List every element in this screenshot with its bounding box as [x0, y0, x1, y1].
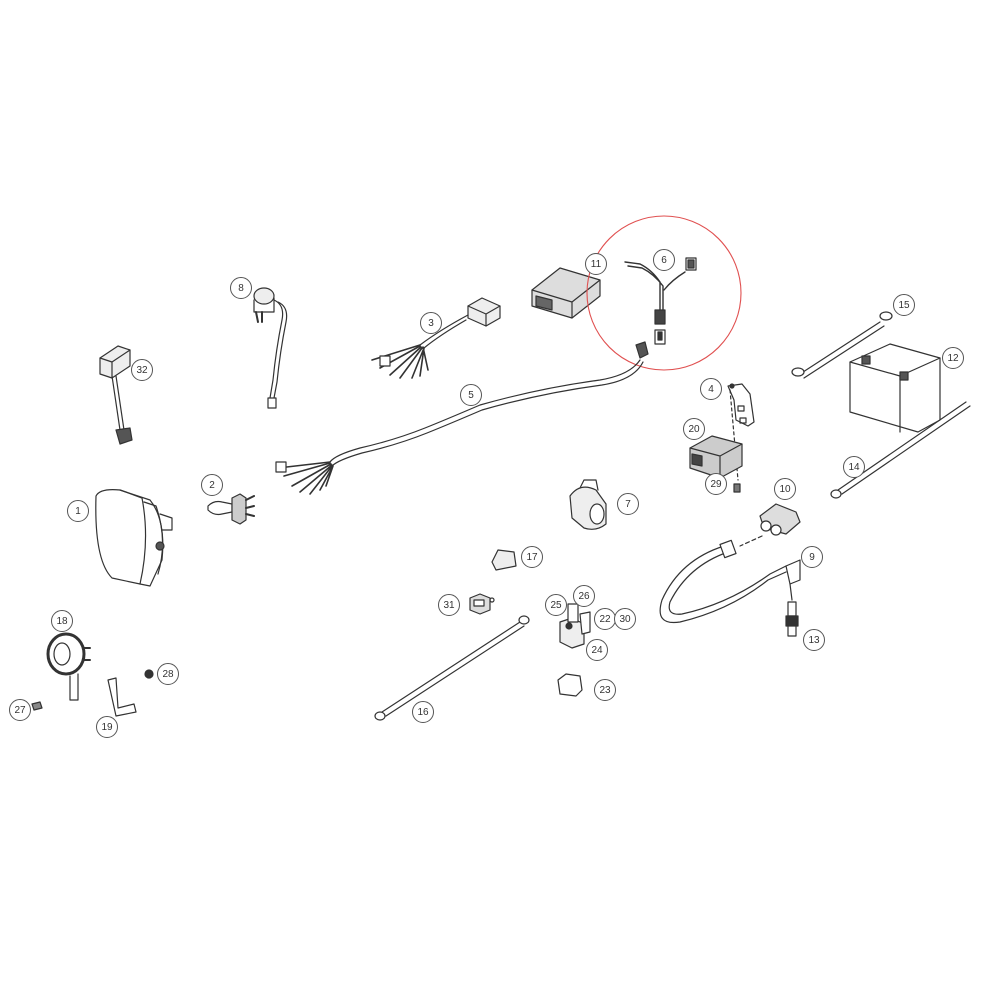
- callout-relay-terminal-cover[interactable]: 26: [573, 585, 595, 607]
- handlebar-switch-drawing: [253, 287, 288, 409]
- starter-relay-drawing: [559, 603, 591, 649]
- callout-voltage-regulator[interactable]: 20: [683, 418, 705, 440]
- highlight-circle: [586, 215, 742, 371]
- callout-kill-switch[interactable]: 32: [131, 359, 153, 381]
- sub-harness-drawing: [371, 297, 501, 379]
- relay-cover-drawing: [557, 673, 583, 697]
- y-adapter-harness-drawing: [624, 257, 697, 345]
- callout-bolt[interactable]: 27: [9, 699, 31, 721]
- bolt-drawing: [31, 701, 43, 711]
- callout-battery-cable-negative[interactable]: 14: [843, 456, 865, 478]
- callout-horn[interactable]: 18: [51, 610, 73, 632]
- headlight-bulb-drawing: [207, 493, 255, 525]
- callout-relay-terminal[interactable]: 25: [545, 594, 567, 616]
- callout-ground-cable[interactable]: 16: [412, 701, 434, 723]
- ignition-coil-drawing: [739, 503, 801, 547]
- callout-headlight[interactable]: 1: [67, 500, 89, 522]
- kill-switch-drawing: [99, 345, 133, 445]
- callout-spark-plug[interactable]: 13: [803, 629, 825, 651]
- screw-drawing: [733, 483, 741, 493]
- battery-cable-positive-drawing: [791, 311, 893, 379]
- callout-relay[interactable]: 31: [438, 594, 460, 616]
- callout-sub-harness[interactable]: 3: [420, 312, 442, 334]
- callout-nut[interactable]: 28: [157, 663, 179, 685]
- cdi-unit-drawing: [531, 267, 601, 319]
- callout-ignition-coil[interactable]: 10: [774, 478, 796, 500]
- callout-screw[interactable]: 29: [705, 473, 727, 495]
- headlight-drawing: [95, 489, 173, 587]
- callout-starter-relay[interactable]: 24: [586, 639, 608, 661]
- nut-drawing: [144, 669, 154, 679]
- callout-headlight-bulb[interactable]: 2: [201, 474, 223, 496]
- callout-ignition-switch[interactable]: 7: [617, 493, 639, 515]
- spark-plug-cap-drawing: [659, 539, 801, 624]
- callout-cdi-unit[interactable]: 11: [585, 253, 607, 275]
- battery-drawing: [849, 343, 941, 433]
- horn-drawing: [46, 632, 91, 701]
- callout-battery[interactable]: 12: [942, 347, 964, 369]
- callout-y-adapter-harness[interactable]: 6: [653, 249, 675, 271]
- voltage-regulator-drawing: [689, 435, 743, 479]
- callout-fuse-holder[interactable]: 17: [521, 546, 543, 568]
- fuse-holder-drawing: [491, 549, 517, 571]
- callout-relay-cover[interactable]: 23: [594, 679, 616, 701]
- callout-main-wiring-harness[interactable]: 5: [460, 384, 482, 406]
- callout-horn-bracket[interactable]: 19: [96, 716, 118, 738]
- ground-cable-drawing: [374, 615, 530, 721]
- relay-drawing: [469, 593, 495, 615]
- callout-regulator-bracket[interactable]: 4: [700, 378, 722, 400]
- horn-bracket-drawing: [107, 677, 137, 717]
- callout-starter-relay-part-2[interactable]: 30: [614, 608, 636, 630]
- callout-handlebar-switch[interactable]: 8: [230, 277, 252, 299]
- callout-starter-relay-part[interactable]: 22: [594, 608, 616, 630]
- callout-spark-plug-cap[interactable]: 9: [801, 546, 823, 568]
- main-wiring-harness-drawing: [275, 341, 649, 495]
- callout-battery-cable-positive[interactable]: 15: [893, 294, 915, 316]
- spark-plug-drawing: [785, 601, 799, 637]
- ignition-switch-drawing: [569, 479, 607, 530]
